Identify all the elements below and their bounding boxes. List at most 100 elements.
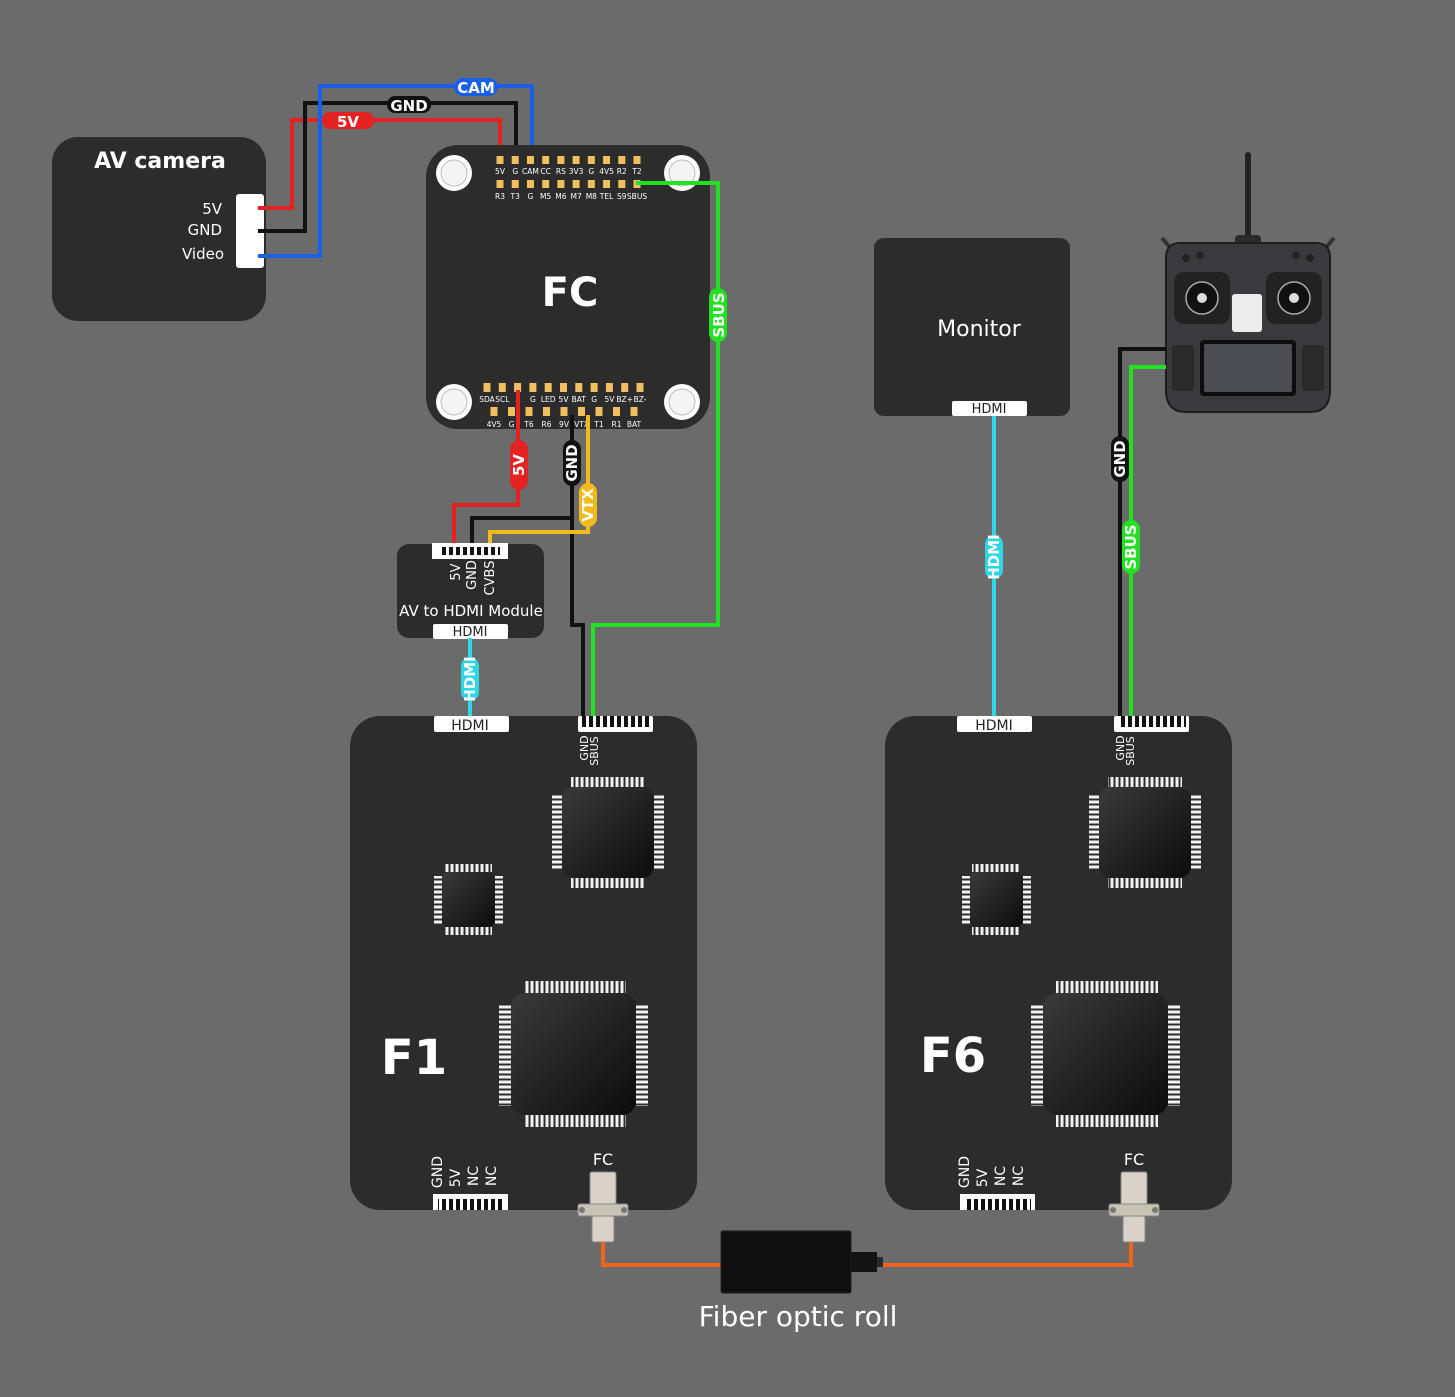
f1-title: F1 [381,1030,447,1086]
fc-pad [633,156,641,164]
f6-chip-medium [1089,777,1201,888]
f6-title: F6 [920,1028,986,1084]
fc-pad [508,407,515,416]
fc-pad [578,407,585,416]
av-hdmi-title: AV to HDMI Module [399,602,543,620]
wire-label-sbus-text: SBUS [710,292,728,337]
fc-pad-label: BZ- [634,395,647,404]
wire-label-gnd-text: GND [390,97,427,115]
f6-sbus-pin-gnd: GND [1114,735,1127,760]
monitor-hdmi-port [952,401,1027,416]
chip-icon [1099,787,1191,878]
fc-pad [514,383,522,392]
f6-power-pin-nc2: NC [1011,1166,1027,1186]
fc-pad [572,156,580,164]
fc-pad [526,156,534,164]
fc-pad [560,407,568,416]
f1-hdmi-port [434,716,509,732]
fc-pad-label: BZ+ [616,395,633,404]
wire-label-cam-text: CAM [457,79,495,97]
fc-pad [572,180,580,188]
board-f1: HDMI GND SBUS F1 GND 5V NC [350,716,697,1210]
monitor-title: Monitor [937,317,1022,342]
f6-fiber-label: FC [1124,1150,1144,1169]
f6-sbus-pin-sbus: SBUS [1124,736,1137,766]
fc-pad [557,180,565,188]
f1-chip-small [434,864,503,935]
fc-pad [483,383,491,392]
f6-power-pin-nc1: NC [993,1166,1009,1186]
fc-pad-label: G [509,420,515,429]
chip-icon [1043,993,1168,1115]
av-camera: AV camera 5V GND Video [52,137,266,321]
av-camera-pin-video: Video [182,245,224,263]
fc-pad-label: R2 [617,167,627,176]
av-hdmi-pin-gnd: GND [465,560,480,590]
wire-label-fc-gnd-text: GND [563,444,581,481]
fc-pad-label: SCL [495,395,510,404]
fc-pad-label: T3 [510,192,521,201]
fc-pad-label: 5V [559,395,570,404]
fiber-cables [601,1242,1133,1267]
fc-pad-label: T1 [593,420,604,429]
wire-label-fc-vtx-text: VTX [579,488,597,522]
monitor-port-label: HDMI [972,402,1007,417]
wire-label-rc-sbus: SBUS [1122,520,1140,574]
fc-pad [526,180,534,188]
fc-pad [560,383,567,392]
av-camera-pin-gnd: GND [188,221,222,239]
av-hdmi-pin-5v: 5V [449,563,464,580]
fc-pad [543,407,550,416]
f1-sbus-pin-sbus: SBUS [588,736,601,766]
chip-icon [511,993,636,1115]
wire-label-rc-sbus-text: SBUS [1122,524,1140,569]
chip-icon [562,787,654,878]
fc-pad-label: 4V5 [599,167,614,176]
av-camera-title: AV camera [94,149,226,174]
f1-power-pin-nc2: NC [484,1166,500,1186]
f1-fiber-label: FC [593,1150,613,1169]
wire-label-hdmi-f6-text: HDMI [985,534,1003,580]
fc-pad [587,180,595,188]
wire-label-hdmi-f6: HDMI [985,534,1003,580]
fc-pad-label: LED [541,395,556,404]
fc-pad-label: G [528,192,534,201]
fc-pad-label: T6 [523,420,534,429]
wire-label-fc-5v: 5V [510,440,528,490]
wire-label-5v: 5V [322,112,374,131]
fc-pad [587,156,595,164]
wire-fc-gnd-f1 [570,518,585,718]
fc-pad-label: G [530,395,536,404]
fc-pad [511,180,519,188]
fiber-roll-label: Fiber optic roll [699,1300,898,1333]
fiber-cable-f6 [882,1242,1133,1267]
fc-pad-label: RS [556,167,566,176]
fc-pad [542,156,550,164]
fc-pad-label: G [512,167,518,176]
fc-pad-label: M8 [586,192,597,201]
wire-label-sbus: SBUS [709,288,728,342]
board-f6: HDMI GND SBUS F6 GND 5V NC [885,716,1232,1210]
fc-pad [557,156,565,164]
fc-pad [621,383,629,392]
wire-label-fc-vtx: VTX [579,483,597,527]
f1-chip-large [499,981,648,1127]
f1-hdmi-label: HDMI [451,718,489,734]
fc-pad-label: M7 [570,192,581,201]
wire-cam-5v [258,118,502,210]
fc-pad-label: 3V3 [569,167,584,176]
fiber-cable-f1 [601,1242,722,1267]
av-hdmi-pin-cvbs: CVBS [483,561,498,596]
f6-hdmi-label: HDMI [975,718,1013,734]
fc-pad-label: R6 [542,420,552,429]
wire-cam-video [258,84,534,258]
fc-pad [496,180,504,188]
f1-power-pin-5v: 5V [448,1168,464,1187]
av-camera-pin-5v: 5V [202,200,223,218]
f6-chip-small [962,864,1031,935]
fc-pad-label: R3 [495,192,505,201]
fc-pad [575,383,583,392]
fc-pad [542,180,550,188]
wire-label-rc-gnd: GND [1111,436,1129,482]
